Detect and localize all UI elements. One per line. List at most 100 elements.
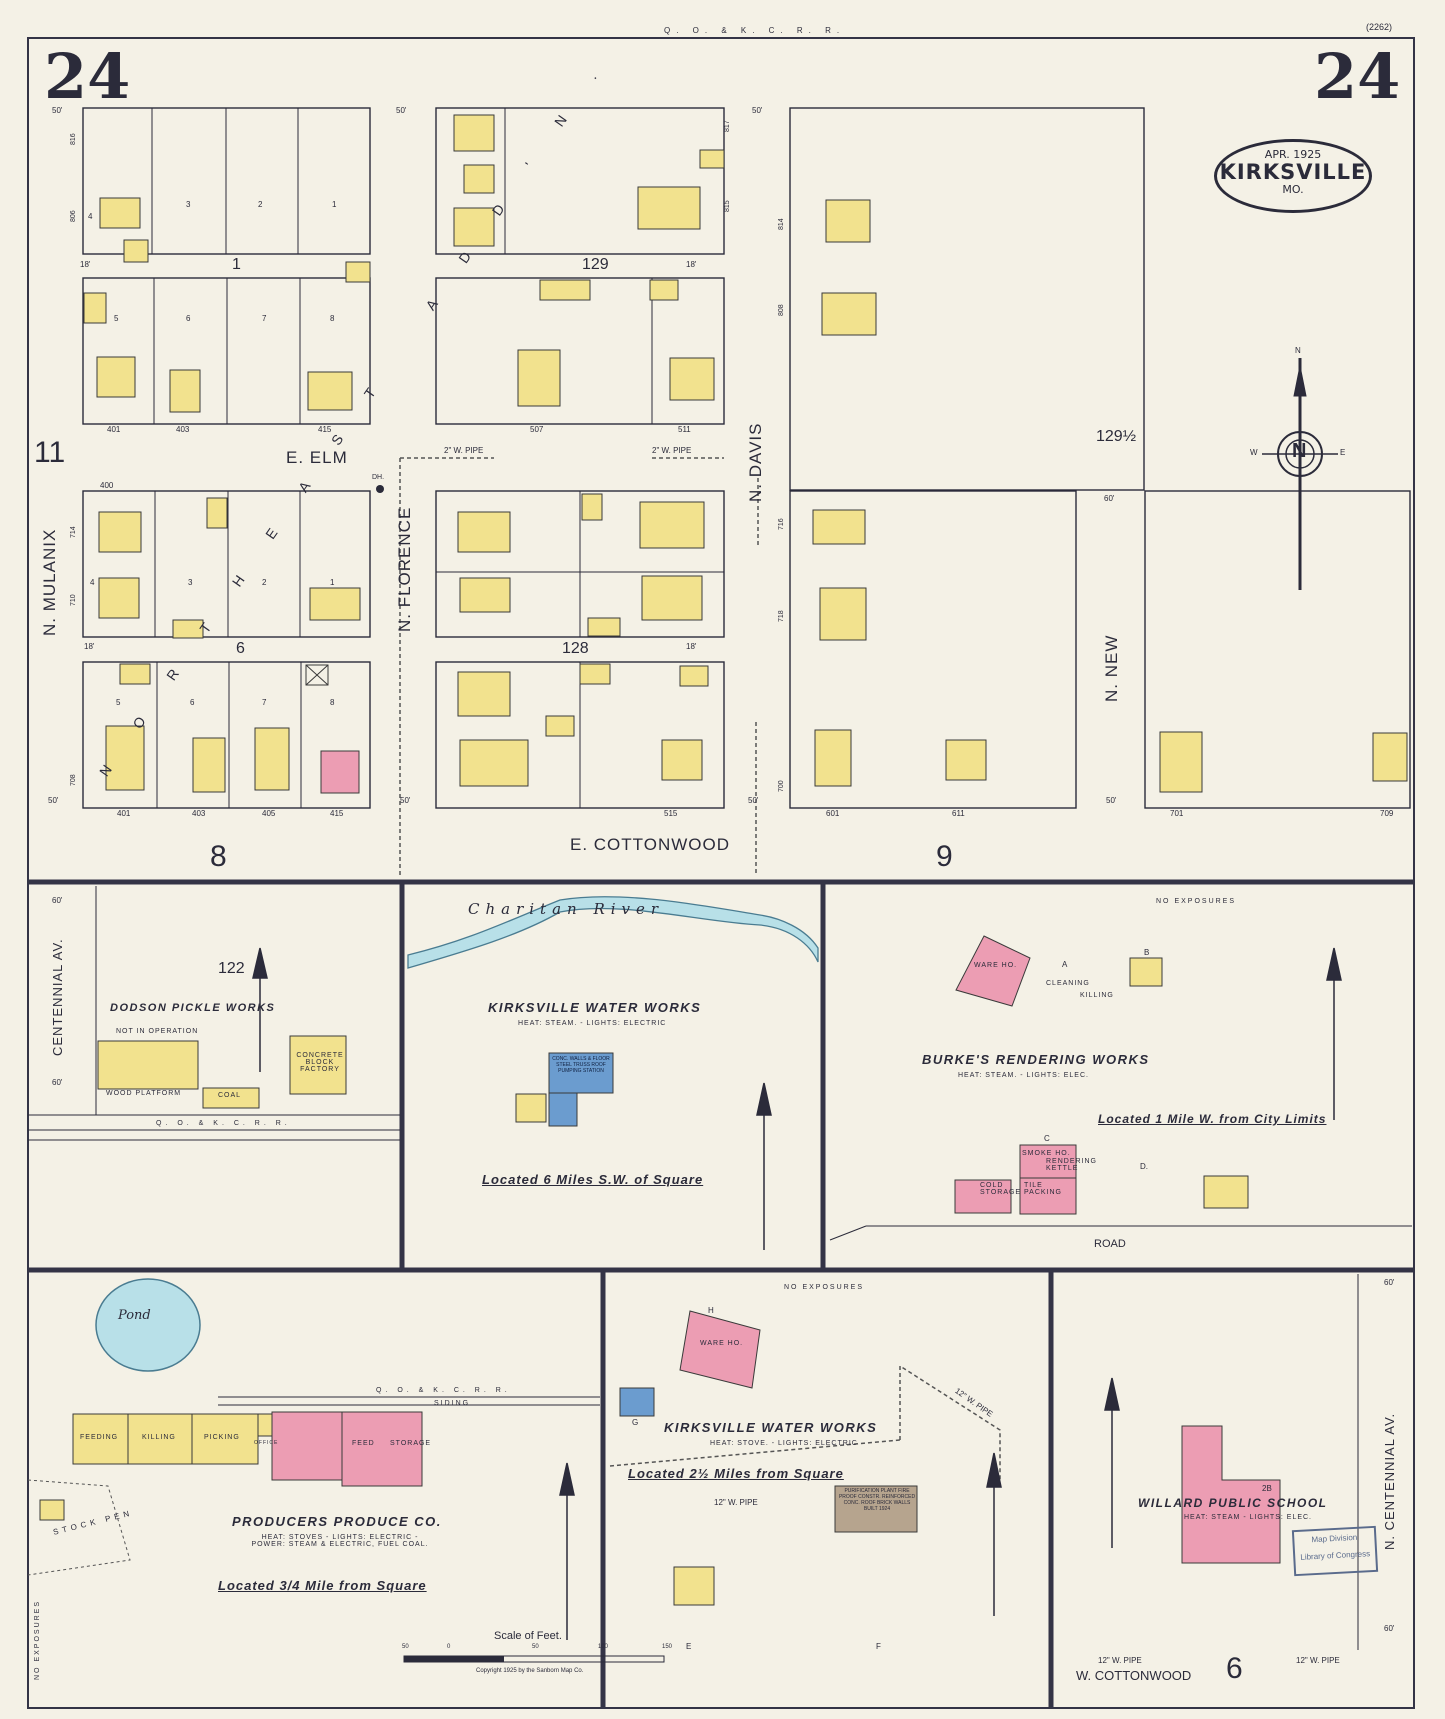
scale-tick: 50 bbox=[532, 1644, 539, 1650]
wood-platform-label: WOOD PLATFORM bbox=[106, 1090, 182, 1097]
water-works-2-location: Located 2½ Miles from Square bbox=[628, 1466, 844, 1481]
lot-number: 5 bbox=[114, 314, 119, 323]
stamp-line-1: Map Division bbox=[1311, 1532, 1358, 1545]
concrete-buildings bbox=[548, 1052, 655, 1417]
lot-number: 2 bbox=[258, 200, 263, 209]
street-n-new: N. NEW bbox=[1102, 634, 1121, 702]
address: 405 bbox=[262, 809, 276, 818]
river-label: Charitan River bbox=[468, 900, 665, 918]
address: 415 bbox=[318, 425, 332, 434]
killing-label-2: KILLING bbox=[142, 1434, 176, 1441]
storage-label: STORAGE bbox=[390, 1440, 432, 1447]
pond-label: Pond bbox=[118, 1308, 151, 1323]
coal-label: COAL bbox=[218, 1092, 242, 1099]
tile-packing-label: TILE PACKING bbox=[1024, 1182, 1062, 1196]
feed-label: FEED bbox=[352, 1440, 375, 1447]
dimension: 50' bbox=[400, 796, 411, 805]
compass-north: N bbox=[1295, 346, 1301, 355]
block-122: 122 bbox=[218, 960, 245, 977]
street-n-davis: N. DAVIS bbox=[746, 422, 765, 502]
building-letter: B bbox=[1144, 948, 1150, 957]
burke-no-exposures: NO EXPOSURES bbox=[1156, 898, 1237, 905]
building-letter-e: E bbox=[686, 1642, 692, 1651]
concrete-block-factory-label: CONCRETE BLOCK FACTORY bbox=[296, 1052, 344, 1073]
address: 511 bbox=[678, 425, 691, 434]
brick-buildings bbox=[271, 750, 1281, 1564]
killing-label: KILLING bbox=[1080, 992, 1114, 999]
compass-rose-icon bbox=[1262, 358, 1338, 590]
sheet-number-right: 24 bbox=[1314, 40, 1401, 113]
scale-bar bbox=[403, 1655, 665, 1663]
address: 709 bbox=[1380, 809, 1394, 818]
lot-number: 3 bbox=[188, 578, 193, 587]
address: 814 bbox=[778, 218, 785, 230]
block-9-east bbox=[1144, 490, 1411, 809]
dimension: 60' bbox=[1104, 494, 1115, 503]
street-e-elm: E. ELM bbox=[286, 448, 348, 467]
lot-number: 7 bbox=[262, 698, 267, 707]
copyright: Copyright 1925 by the Sanborn Map Co. bbox=[476, 1668, 584, 1674]
lot-lines bbox=[151, 108, 724, 808]
purification-plant bbox=[834, 1485, 918, 1533]
lot-number: 4 bbox=[88, 212, 93, 221]
dimension: 60' bbox=[52, 896, 63, 905]
section-9: 9 bbox=[936, 840, 953, 873]
block-6-south bbox=[82, 661, 371, 809]
burke-location: Located 1 Mile W. from City Limits bbox=[1098, 1112, 1327, 1126]
block-129-south bbox=[435, 277, 725, 425]
block-129-half bbox=[789, 107, 1145, 491]
dimension: 18' bbox=[80, 260, 91, 269]
dodson-title: DODSON PICKLE WORKS bbox=[110, 1002, 276, 1014]
section-frames bbox=[28, 879, 1414, 1708]
rendering-kettle-label: RENDERING KETTLE bbox=[1046, 1158, 1098, 1172]
section-8: 8 bbox=[210, 840, 227, 873]
siding-label: SIDING bbox=[434, 1400, 471, 1407]
railroad-label-lower: Q. O. & K. C. R. R. bbox=[156, 1120, 291, 1127]
dimension: 50' bbox=[48, 796, 59, 805]
lot-number: 7 bbox=[262, 314, 267, 323]
address: 708 bbox=[70, 774, 77, 786]
burke-title: BURKE'S RENDERING WORKS bbox=[922, 1052, 1150, 1067]
pumping-station-label: CONC. WALLS & FLOOR STEEL TRUSS ROOF PUM… bbox=[552, 1056, 610, 1074]
producers-location: Located 3/4 Mile from Square bbox=[218, 1578, 427, 1593]
city-cartouche: APR. 1925 KIRKSVILLE MO. bbox=[1214, 139, 1372, 213]
ware-ho-label-2: WARE HO. bbox=[700, 1340, 744, 1347]
willard-title: WILLARD PUBLIC SCHOOL bbox=[1138, 1496, 1328, 1510]
cartouche-state: MO. bbox=[1282, 183, 1304, 196]
pipe-label: 12" W. PIPE bbox=[714, 1498, 758, 1507]
purification-plant-label: PURIFICATION PLANT FIRE PROOF CONSTR. RE… bbox=[838, 1488, 916, 1512]
sheet-border bbox=[27, 37, 1415, 1709]
railroad-label-produce: Q. O. & K. C. R. R. bbox=[376, 1387, 511, 1394]
dimension: 18' bbox=[686, 642, 697, 651]
smoke-ho-label: SMOKE HO. bbox=[1022, 1150, 1071, 1157]
water-works-2-no-exposures: NO EXPOSURES bbox=[784, 1284, 865, 1291]
address: 815 bbox=[724, 200, 731, 212]
dimension: 50' bbox=[752, 106, 763, 115]
block-129: 129 bbox=[582, 256, 609, 273]
library-stamp: Map Division Library of Congress bbox=[1291, 1525, 1379, 1577]
block-129-half: 129½ bbox=[1096, 428, 1137, 445]
address: 403 bbox=[192, 809, 206, 818]
address: 401 bbox=[117, 809, 131, 818]
lot-number: 1 bbox=[330, 578, 335, 587]
building-letter-f: F bbox=[876, 1642, 881, 1651]
stamp-line-2: Library of Congress bbox=[1300, 1549, 1371, 1562]
lot-number: 8 bbox=[330, 698, 335, 707]
pond bbox=[95, 1278, 201, 1372]
address: 816 bbox=[70, 133, 77, 145]
address: 710 bbox=[70, 594, 77, 606]
street-n-mulanix: N. MULANIX bbox=[40, 528, 59, 636]
scale-label: Scale of Feet. bbox=[494, 1630, 562, 1642]
lot-number: 6 bbox=[186, 314, 191, 323]
producers-no-exposures: NO EXPOSURES bbox=[34, 1599, 41, 1680]
dodson-sub: NOT IN OPERATION bbox=[116, 1028, 199, 1035]
water-works-1-sub: HEAT: STEAM. - LIGHTS: ELECTRIC bbox=[518, 1020, 667, 1027]
building-letter: D. bbox=[1140, 1162, 1148, 1171]
street-w-cottonwood: W. COTTONWOOD bbox=[1076, 1668, 1192, 1683]
dimension: 50' bbox=[1106, 796, 1117, 805]
address: 700 bbox=[778, 780, 785, 792]
scale-tick: 150 bbox=[662, 1644, 673, 1650]
block-129-north bbox=[435, 107, 725, 255]
dimension: 60' bbox=[1384, 1624, 1395, 1633]
